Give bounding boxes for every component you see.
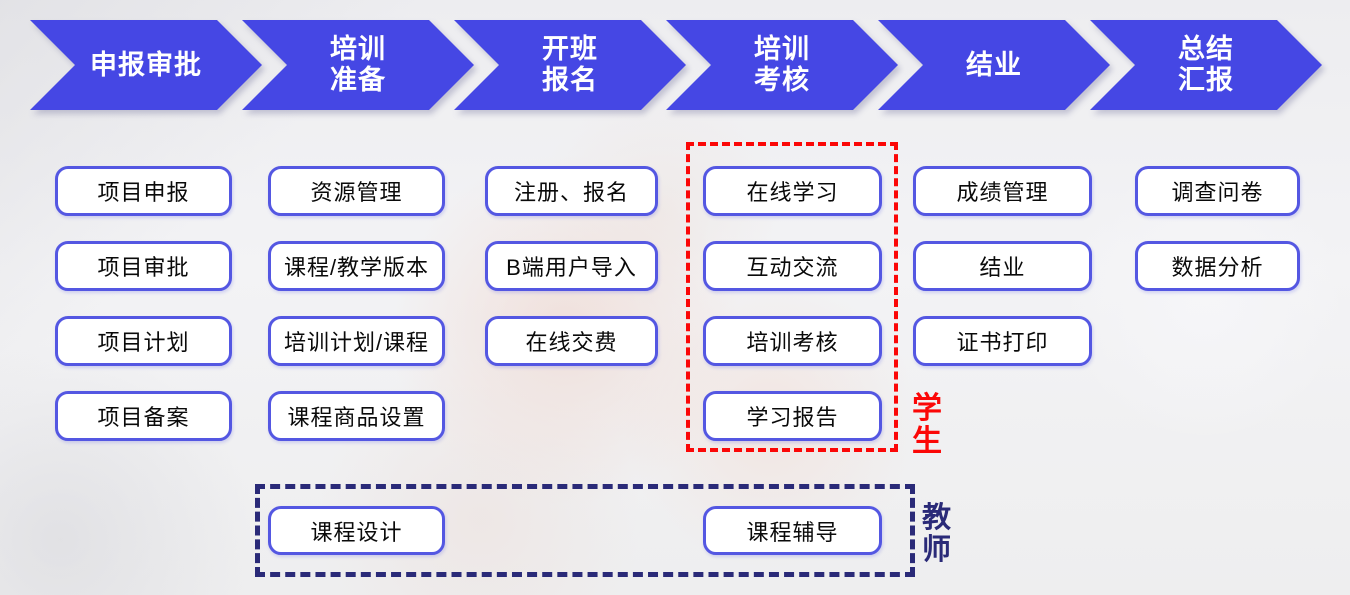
box-graduation: 结业 <box>913 241 1092 291</box>
stage-arrow-training-preparation: 培训 准备 <box>242 20 474 110</box>
box-project-filing: 项目备案 <box>55 391 232 441</box>
box-project-declaration: 项目申报 <box>55 166 232 216</box>
box-b-side-user-import: B端用户导入 <box>485 241 658 291</box>
box-project-approval: 项目审批 <box>55 241 232 291</box>
stage-label: 培训 考核 <box>754 34 810 95</box>
stage-label: 培训 准备 <box>330 34 386 95</box>
box-online-payment: 在线交费 <box>485 316 658 366</box>
stage-label: 结业 <box>966 49 1022 80</box>
stage-label: 总结 汇报 <box>1178 34 1234 95</box>
student-group-label: 学 生 <box>912 392 942 458</box>
box-course-tutoring: 课程辅导 <box>703 506 882 555</box>
stage-arrow-graduation: 结业 <box>878 20 1110 110</box>
box-online-learning: 在线学习 <box>703 166 882 216</box>
teacher-group-outline <box>255 484 915 577</box>
box-training-plan-course: 培训计划/课程 <box>268 316 445 366</box>
box-certificate-printing: 证书打印 <box>913 316 1092 366</box>
box-data-analysis: 数据分析 <box>1135 241 1300 291</box>
box-course-design: 课程设计 <box>268 506 445 555</box>
stage-label: 开班 报名 <box>542 34 598 95</box>
stage-arrow-summary-report: 总结 汇报 <box>1090 20 1322 110</box>
stage-label: 申报审批 <box>90 49 202 80</box>
box-survey-questionnaire: 调查问卷 <box>1135 166 1300 216</box>
stage-arrow-class-registration: 开班 报名 <box>454 20 686 110</box>
teacher-group-label: 教 师 <box>922 502 952 566</box>
box-course-teaching-version: 课程/教学版本 <box>268 241 445 291</box>
stage-arrow-application-approval: 申报审批 <box>30 20 262 110</box>
box-interactive-communication: 互动交流 <box>703 241 882 291</box>
box-learning-report: 学习报告 <box>703 391 882 441</box>
box-resource-management: 资源管理 <box>268 166 445 216</box>
box-register-signup: 注册、报名 <box>485 166 658 216</box>
stage-arrow-training-assessment: 培训 考核 <box>666 20 898 110</box>
box-course-product-setup: 课程商品设置 <box>268 391 445 441</box>
box-score-management: 成绩管理 <box>913 166 1092 216</box>
student-group-outline <box>686 142 898 452</box>
box-project-plan: 项目计划 <box>55 316 232 366</box>
box-training-assessment: 培训考核 <box>703 316 882 366</box>
